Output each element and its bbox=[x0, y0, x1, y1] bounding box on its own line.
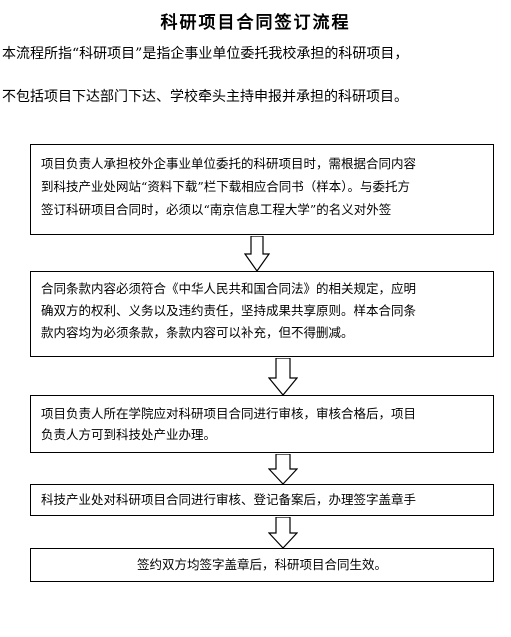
step-3-line-2: 负责人方可到科技处产业办理。 bbox=[41, 427, 217, 442]
step-2-box: 合同条款内容必须符合《中华人民共和国合同法》的相关规定，应明 确双方的权利、义务… bbox=[30, 271, 494, 357]
step-5-line-1: 签约双方均签字盖章后，科研项目合同生效。 bbox=[136, 557, 387, 572]
intro-line-2: 不包括项目下达部门下达、学校牵头主持申报并承担的科研项目。 bbox=[2, 89, 408, 105]
page-title: 科研项目合同签订流程 bbox=[160, 13, 351, 33]
step-3-line-1: 项目负责人所在学院应对科研项目合同进行审核，审核合格后，项目 bbox=[41, 406, 417, 421]
arrow-down-icon bbox=[268, 454, 298, 485]
step-3-box: 项目负责人所在学院应对科研项目合同进行审核，审核合格后，项目 负责人方可到科技处… bbox=[30, 395, 494, 453]
step-2-line-1: 合同条款内容必须符合《中华人民共和国合同法》的相关规定，应明 bbox=[41, 281, 417, 296]
arrow-down-icon bbox=[268, 358, 298, 396]
step-2-line-3: 款内容均为必须条款，条款内容可以补充，但不得删减。 bbox=[41, 325, 354, 340]
step-2-line-2: 确双方的权利、义务以及违约责任，坚持成果共享原则。样本合同条 bbox=[41, 303, 417, 318]
arrow-down-icon bbox=[244, 236, 270, 272]
arrow-down-icon bbox=[268, 517, 298, 549]
step-4-line-1: 科技产业处对科研项目合同进行审核、登记备案后，办理签字盖章手 bbox=[41, 492, 417, 507]
step-4-box: 科技产业处对科研项目合同进行审核、登记备案后，办理签字盖章手 bbox=[30, 484, 494, 516]
step-1-line-3: 签订科研项目合同时，必须以“南京信息工程大学”的名义对外签 bbox=[41, 202, 392, 217]
step-1-box: 项目负责人承担校外企事业单位委托的科研项目时，需根据合同内容 到科技产业处网站“… bbox=[30, 144, 494, 235]
step-1-line-1: 项目负责人承担校外企事业单位委托的科研项目时，需根据合同内容 bbox=[41, 156, 417, 171]
step-5-box: 签约双方均签字盖章后，科研项目合同生效。 bbox=[30, 548, 494, 582]
step-1-line-2: 到科技产业处网站“资料下载”栏下载相应合同书（样本）。与委托方 bbox=[41, 179, 411, 194]
intro-line-1: 本流程所指“科研项目”是指企事业单位委托我校承担的科研项目， bbox=[2, 46, 409, 62]
